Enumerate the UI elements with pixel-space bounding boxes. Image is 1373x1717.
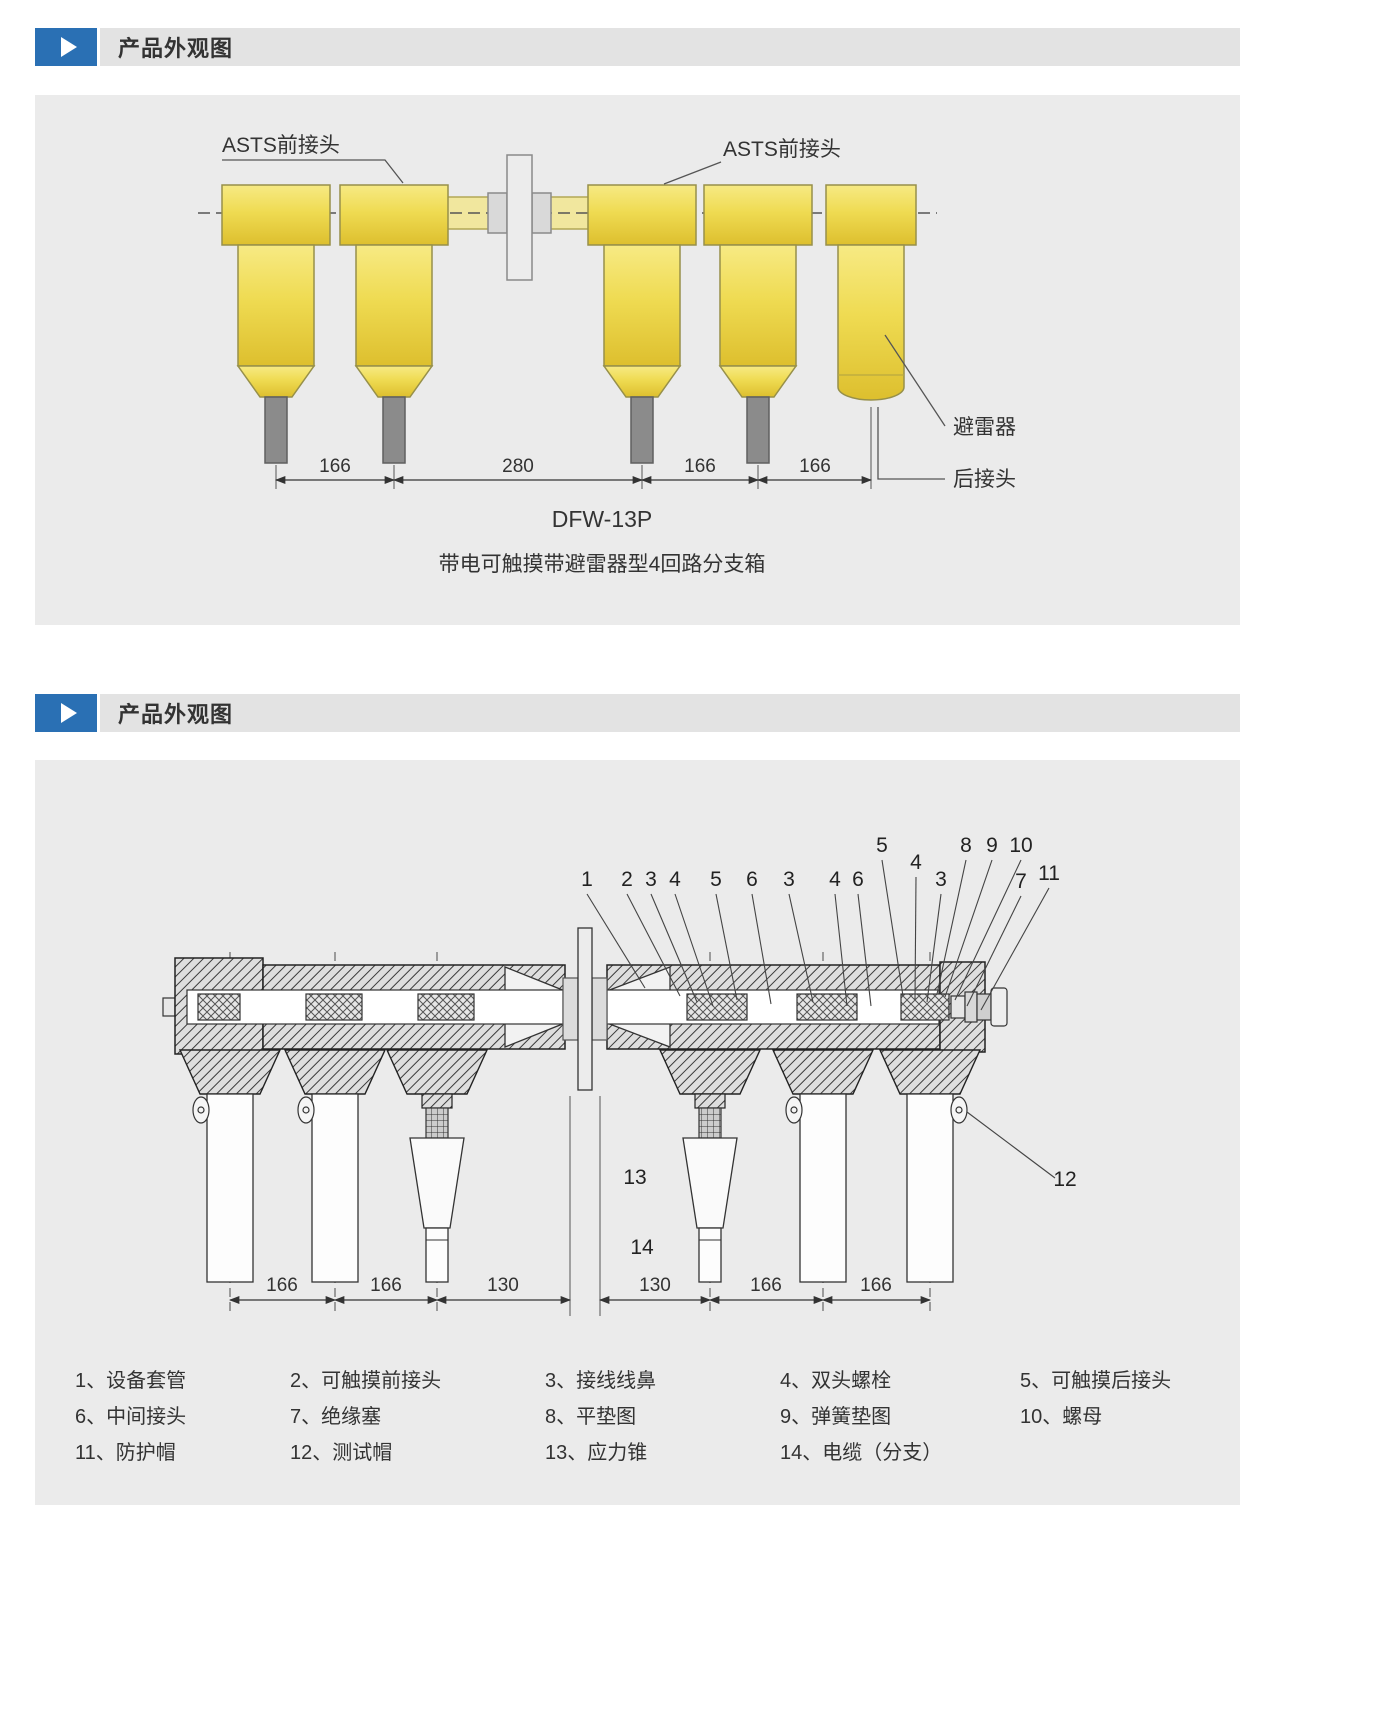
test-cap-ears [192,1096,968,1124]
legend-item: 2、可触摸前接头 [290,1369,442,1392]
branch-unit-4 [703,184,813,464]
branch-unit-2 [339,184,449,464]
label-arrester: 避雷器 [884,334,1016,439]
legend-row: 11、防护帽 12、测试帽 13、应力锥 14、电缆（分支） [75,1432,1215,1468]
dim-value: 166 [266,1275,298,1296]
triangle-glyph [60,37,77,57]
legend-item: 12、测试帽 [290,1441,393,1464]
section2-title: 产品外观图 [118,702,234,727]
diagram1-caption: 带电可触摸带避雷器型4回路分支箱 [439,553,766,576]
callout-leaders [586,859,1056,1179]
dim-value: 166 [750,1275,782,1296]
callout: 9 [986,834,998,857]
section1-title-bar: 产品外观图 [100,28,1240,66]
triangle-glyph [60,703,77,723]
dim-value: 130 [487,1275,519,1296]
legend-item: 10、螺母 [1020,1405,1103,1428]
rear-stem [746,396,770,464]
section2-title-bar: 产品外观图 [100,694,1240,732]
asts-left-label: ASTS前接头 [222,134,340,157]
dimension-extension-lines [275,407,872,489]
legend-item: 6、中间接头 [75,1405,187,1428]
center-extension-lines [569,1096,601,1316]
diagram1-drawing: ASTS前接头 ASTS前接头 避雷器 后接头 [198,134,1016,576]
section1-title: 产品外观图 [118,36,234,61]
play-arrow-icon [35,28,97,66]
dim-value: 166 [860,1275,892,1296]
legend-row: 1、设备套管 2、可触摸前接头 3、接线线鼻 4、双头螺栓 5、可触摸后接头 [75,1360,1215,1396]
legend-item: 7、绝缘塞 [290,1405,382,1428]
label-asts-front-right: ASTS前接头 [663,138,841,185]
legend-item: 3、接线线鼻 [545,1369,657,1392]
legend-item: 11、防护帽 [75,1441,176,1464]
branch-cables [206,1093,954,1283]
legend-item: 1、设备套管 [75,1369,187,1392]
rear-stem [382,396,406,464]
arrester-unit [825,184,917,401]
legend-item: 5、可触摸后接头 [1020,1369,1172,1392]
legend-item: 14、电缆（分支） [780,1441,943,1464]
arrester-label: 避雷器 [953,416,1016,439]
callout: 5 [876,834,888,857]
rear-stem [630,396,654,464]
legend-row: 6、中间接头 7、绝缘塞 8、平垫图 9、弹簧垫图 10、螺母 [75,1396,1215,1432]
play-arrow-icon [35,694,97,732]
diagram2-drawing: 1 2 3 4 5 6 3 4 6 5 4 3 8 9 10 7 11 13 1… [162,834,1077,1316]
connector-blocks [197,993,950,1021]
callout-13: 13 [623,1166,646,1189]
branch-unit-3 [587,184,697,464]
rear-stem [264,396,288,464]
callout-12: 12 [1053,1168,1076,1191]
callout-numbers: 1 2 3 4 5 6 3 4 6 5 4 3 8 9 10 7 11 13 1… [581,834,1077,1259]
callout: 8 [960,834,972,857]
callout: 4 [829,868,841,891]
callout: 4 [910,851,922,874]
legend-item: 4、双头螺栓 [780,1369,892,1392]
dim-value: 166 [799,456,831,477]
stress-cone-termination-right [682,1093,738,1283]
dimension-values: 166 166 130 130 166 166 [266,1275,892,1296]
label-asts-front-left: ASTS前接头 [222,134,404,184]
callout: 10 [1009,834,1032,857]
center-flange [562,927,608,1091]
end-hardware [950,987,1008,1027]
asts-right-label: ASTS前接头 [723,138,841,161]
legend-item: 8、平垫图 [545,1405,637,1428]
cable-entry-bells [178,1049,982,1095]
callout: 5 [710,868,722,891]
branch-unit-1 [221,184,331,464]
section2-header: 产品外观图 [35,694,1240,732]
label-rear-connector: 后接头 [877,407,1016,491]
dim-value: 166 [370,1275,402,1296]
legend-item: 9、弹簧垫图 [780,1405,892,1428]
parts-legend: 1、设备套管 2、可触摸前接头 3、接线线鼻 4、双头螺栓 5、可触摸后接头 6… [75,1360,1215,1468]
callout: 1 [581,868,593,891]
dim-value: 280 [502,456,534,477]
dim-value: 166 [319,456,351,477]
callout: 3 [645,868,657,891]
callout: 6 [746,868,758,891]
callout: 11 [1038,862,1060,885]
callout: 3 [935,868,947,891]
rear-label: 后接头 [953,468,1016,491]
section1-header: 产品外观图 [35,28,1240,66]
model-number: DFW-13P [552,506,653,532]
diagram1-panel: ASTS前接头 ASTS前接头 避雷器 后接头 [35,95,1240,625]
callout: 2 [621,868,633,891]
diagram2-panel: 1 2 3 4 5 6 3 4 6 5 4 3 8 9 10 7 11 13 1… [35,760,1240,1505]
callout: 7 [1015,870,1027,893]
callout: 3 [783,868,795,891]
callout-14: 14 [630,1236,654,1259]
dim-value: 166 [684,456,716,477]
dim-value: 130 [639,1275,671,1296]
legend-item: 13、应力锥 [545,1441,648,1464]
dimension-values: 166 280 166 166 [319,456,831,477]
callout: 6 [852,868,864,891]
stress-cone-termination-left [409,1093,465,1283]
callout: 4 [669,868,681,891]
center-flange [487,154,552,281]
